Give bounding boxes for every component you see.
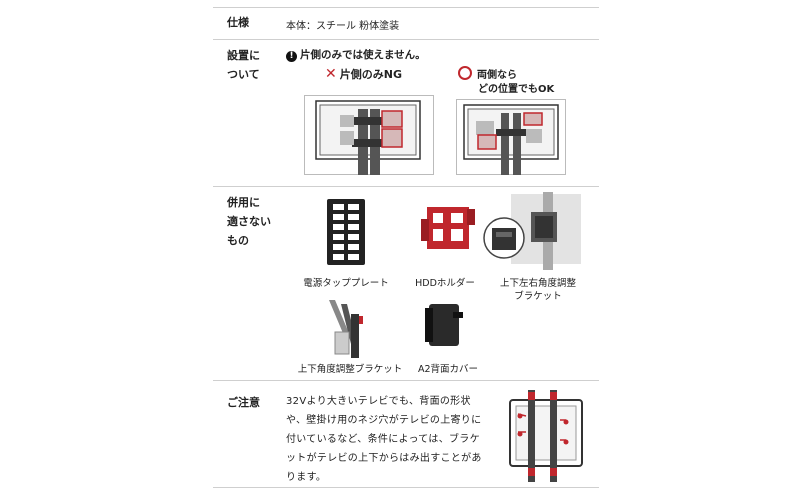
divider bbox=[213, 380, 599, 381]
circle-mark-icon bbox=[458, 66, 472, 80]
hdd-holder-image bbox=[421, 207, 475, 249]
divider bbox=[213, 186, 599, 187]
product-caption: 電源タッププレート bbox=[303, 278, 389, 289]
spec-table: 仕様 本体：スチール 粉体塗装 設置に ついて !片側のみでは使えません。 ✕片… bbox=[213, 0, 599, 495]
spec-label: 仕様 bbox=[227, 16, 249, 29]
divider bbox=[213, 487, 599, 488]
ng-label: ✕片側のみNG bbox=[325, 66, 402, 82]
caution-text: 32Vより大きいテレビでも、背面の形状 や、壁掛け用のネジ穴がテレビの上寄りに … bbox=[286, 396, 482, 483]
ok-diagram bbox=[456, 99, 566, 175]
divider bbox=[213, 39, 599, 40]
unsuitable-label: 併用に 適さない もの bbox=[227, 196, 271, 247]
ok-label: 両側なら どの位置でもOK bbox=[458, 66, 554, 97]
product-caption: A2背面カバー bbox=[417, 364, 479, 375]
warning-note: !片側のみでは使えません。 bbox=[286, 47, 426, 62]
caution-label: ご注意 bbox=[227, 396, 260, 409]
installation-label: 設置に ついて bbox=[227, 49, 260, 81]
power-tap-plate-image bbox=[327, 199, 365, 265]
cross-mark-icon: ✕ bbox=[325, 66, 337, 82]
spec-value: 本体：スチール 粉体塗装 bbox=[286, 21, 400, 32]
tilt-swivel-bracket-image bbox=[483, 192, 581, 270]
tilt-bracket-image bbox=[329, 300, 363, 358]
ng-diagram bbox=[304, 95, 434, 175]
product-caption: 上下左右角度調整 ブラケット bbox=[499, 278, 576, 302]
a2-back-cover-image bbox=[425, 304, 463, 346]
exclamation-icon: ! bbox=[286, 51, 297, 62]
product-caption: 上下角度調整ブラケット bbox=[297, 364, 403, 375]
divider bbox=[213, 7, 599, 8]
product-caption: HDDホルダー bbox=[415, 278, 475, 289]
bracket-overhang-diagram bbox=[509, 390, 583, 482]
